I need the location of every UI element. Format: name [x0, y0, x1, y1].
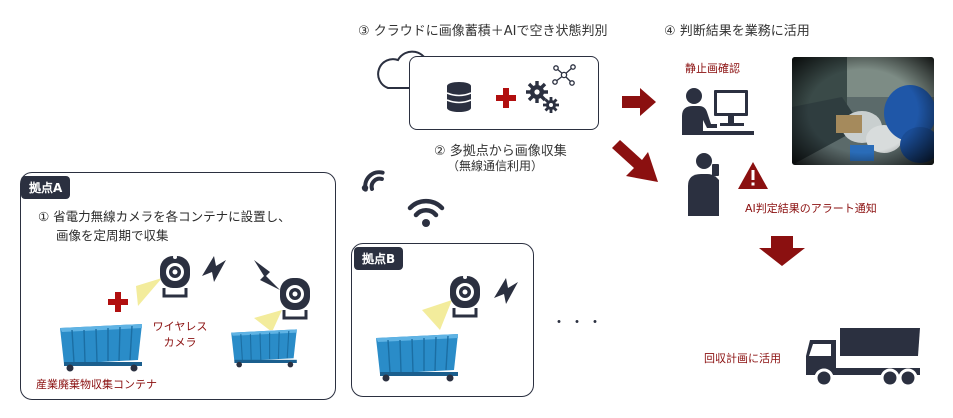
lightning-icon	[198, 254, 228, 284]
still-image-label: 静止画確認	[685, 62, 740, 75]
still-image-photo	[792, 57, 934, 165]
wireless-camera-label: ワイヤレス カメラ	[150, 318, 210, 350]
site-a-tag: 拠点A	[21, 176, 71, 199]
step2-title: ② 多拠点から画像収集	[434, 144, 567, 159]
collection-plan-label: 回収計画に活用	[704, 352, 781, 365]
container-label: 産業廃棄物収集コンテナ	[36, 378, 157, 391]
arrow-icon	[759, 236, 805, 266]
step2-subtitle: （無線通信利用）	[447, 159, 544, 173]
step1-subtitle: 画像を定周期で収集	[56, 228, 169, 243]
gears-icon	[525, 78, 561, 114]
truck-icon	[804, 318, 922, 388]
step3-title: ③ クラウドに画像蓄積＋AIで空き状態判別	[358, 24, 608, 39]
camera-icon	[420, 270, 500, 336]
wireless-camera-label-line2: カメラ	[163, 336, 197, 349]
camera-icon	[90, 248, 240, 318]
wifi-icon	[355, 162, 389, 196]
step1-title: ① 省電力無線カメラを各コンテナに設置し、	[38, 209, 291, 224]
container-icon	[56, 320, 146, 372]
lightning-icon	[250, 258, 282, 294]
lightning-icon	[490, 276, 520, 306]
step4-title: ④ 判断結果を業務に活用	[664, 24, 810, 39]
camera-icon	[250, 270, 330, 330]
wifi-icon	[406, 196, 446, 230]
warning-icon	[738, 162, 768, 189]
person-pc-icon	[680, 84, 756, 142]
ai-alert-label: AI判定結果のアラート通知	[745, 202, 877, 215]
container-icon	[372, 330, 462, 382]
ellipsis: ・・・	[552, 315, 606, 331]
container-icon	[228, 326, 300, 368]
plus-icon	[108, 292, 128, 312]
arrow-icon	[622, 88, 656, 116]
plus-icon	[496, 88, 516, 108]
person-phone-icon	[682, 152, 728, 216]
database-icon	[446, 82, 472, 112]
site-b-tag: 拠点B	[354, 247, 404, 270]
network-icon	[552, 62, 578, 88]
wireless-camera-label-line1: ワイヤレス	[152, 320, 208, 333]
arrow-icon	[612, 140, 662, 186]
